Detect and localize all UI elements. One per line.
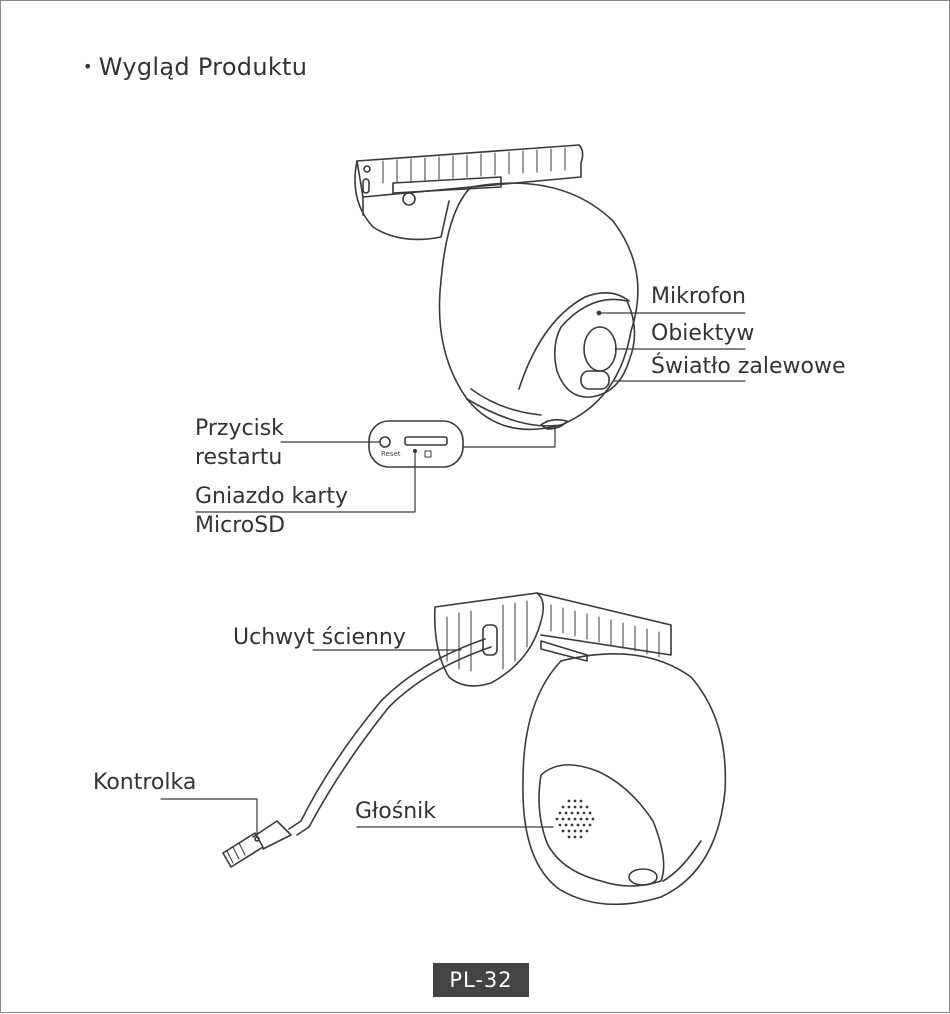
label-indicator: Kontrolka <box>93 768 196 797</box>
page-number-badge: PL-32 <box>433 963 529 997</box>
label-reset-line2: restartu <box>195 443 282 472</box>
label-speaker: Głośnik <box>355 797 436 826</box>
label-reset-line1: Przycisk <box>195 414 284 443</box>
top-mount-plate <box>355 145 583 239</box>
label-sd-line2: MicroSD <box>195 511 285 540</box>
microsd-slot <box>405 437 447 445</box>
bottom-wall-mount <box>435 593 671 686</box>
power-cable <box>223 639 491 867</box>
label-wall-mount: Uchwyt ścienny <box>233 623 406 652</box>
label-lens: Obiektyw <box>651 319 754 348</box>
bottom-camera-ball <box>523 654 725 905</box>
reset-engraving: Reset <box>381 450 401 458</box>
reset-button <box>380 437 390 447</box>
label-sd-line1: Gniazdo karty <box>195 482 348 511</box>
top-camera-ball <box>439 183 637 429</box>
label-microphone: Mikrofon <box>651 282 746 311</box>
reset-sd-panel <box>369 421 463 467</box>
label-floodlight: Światło zalewowe <box>651 352 846 381</box>
speaker-grille <box>556 800 595 839</box>
